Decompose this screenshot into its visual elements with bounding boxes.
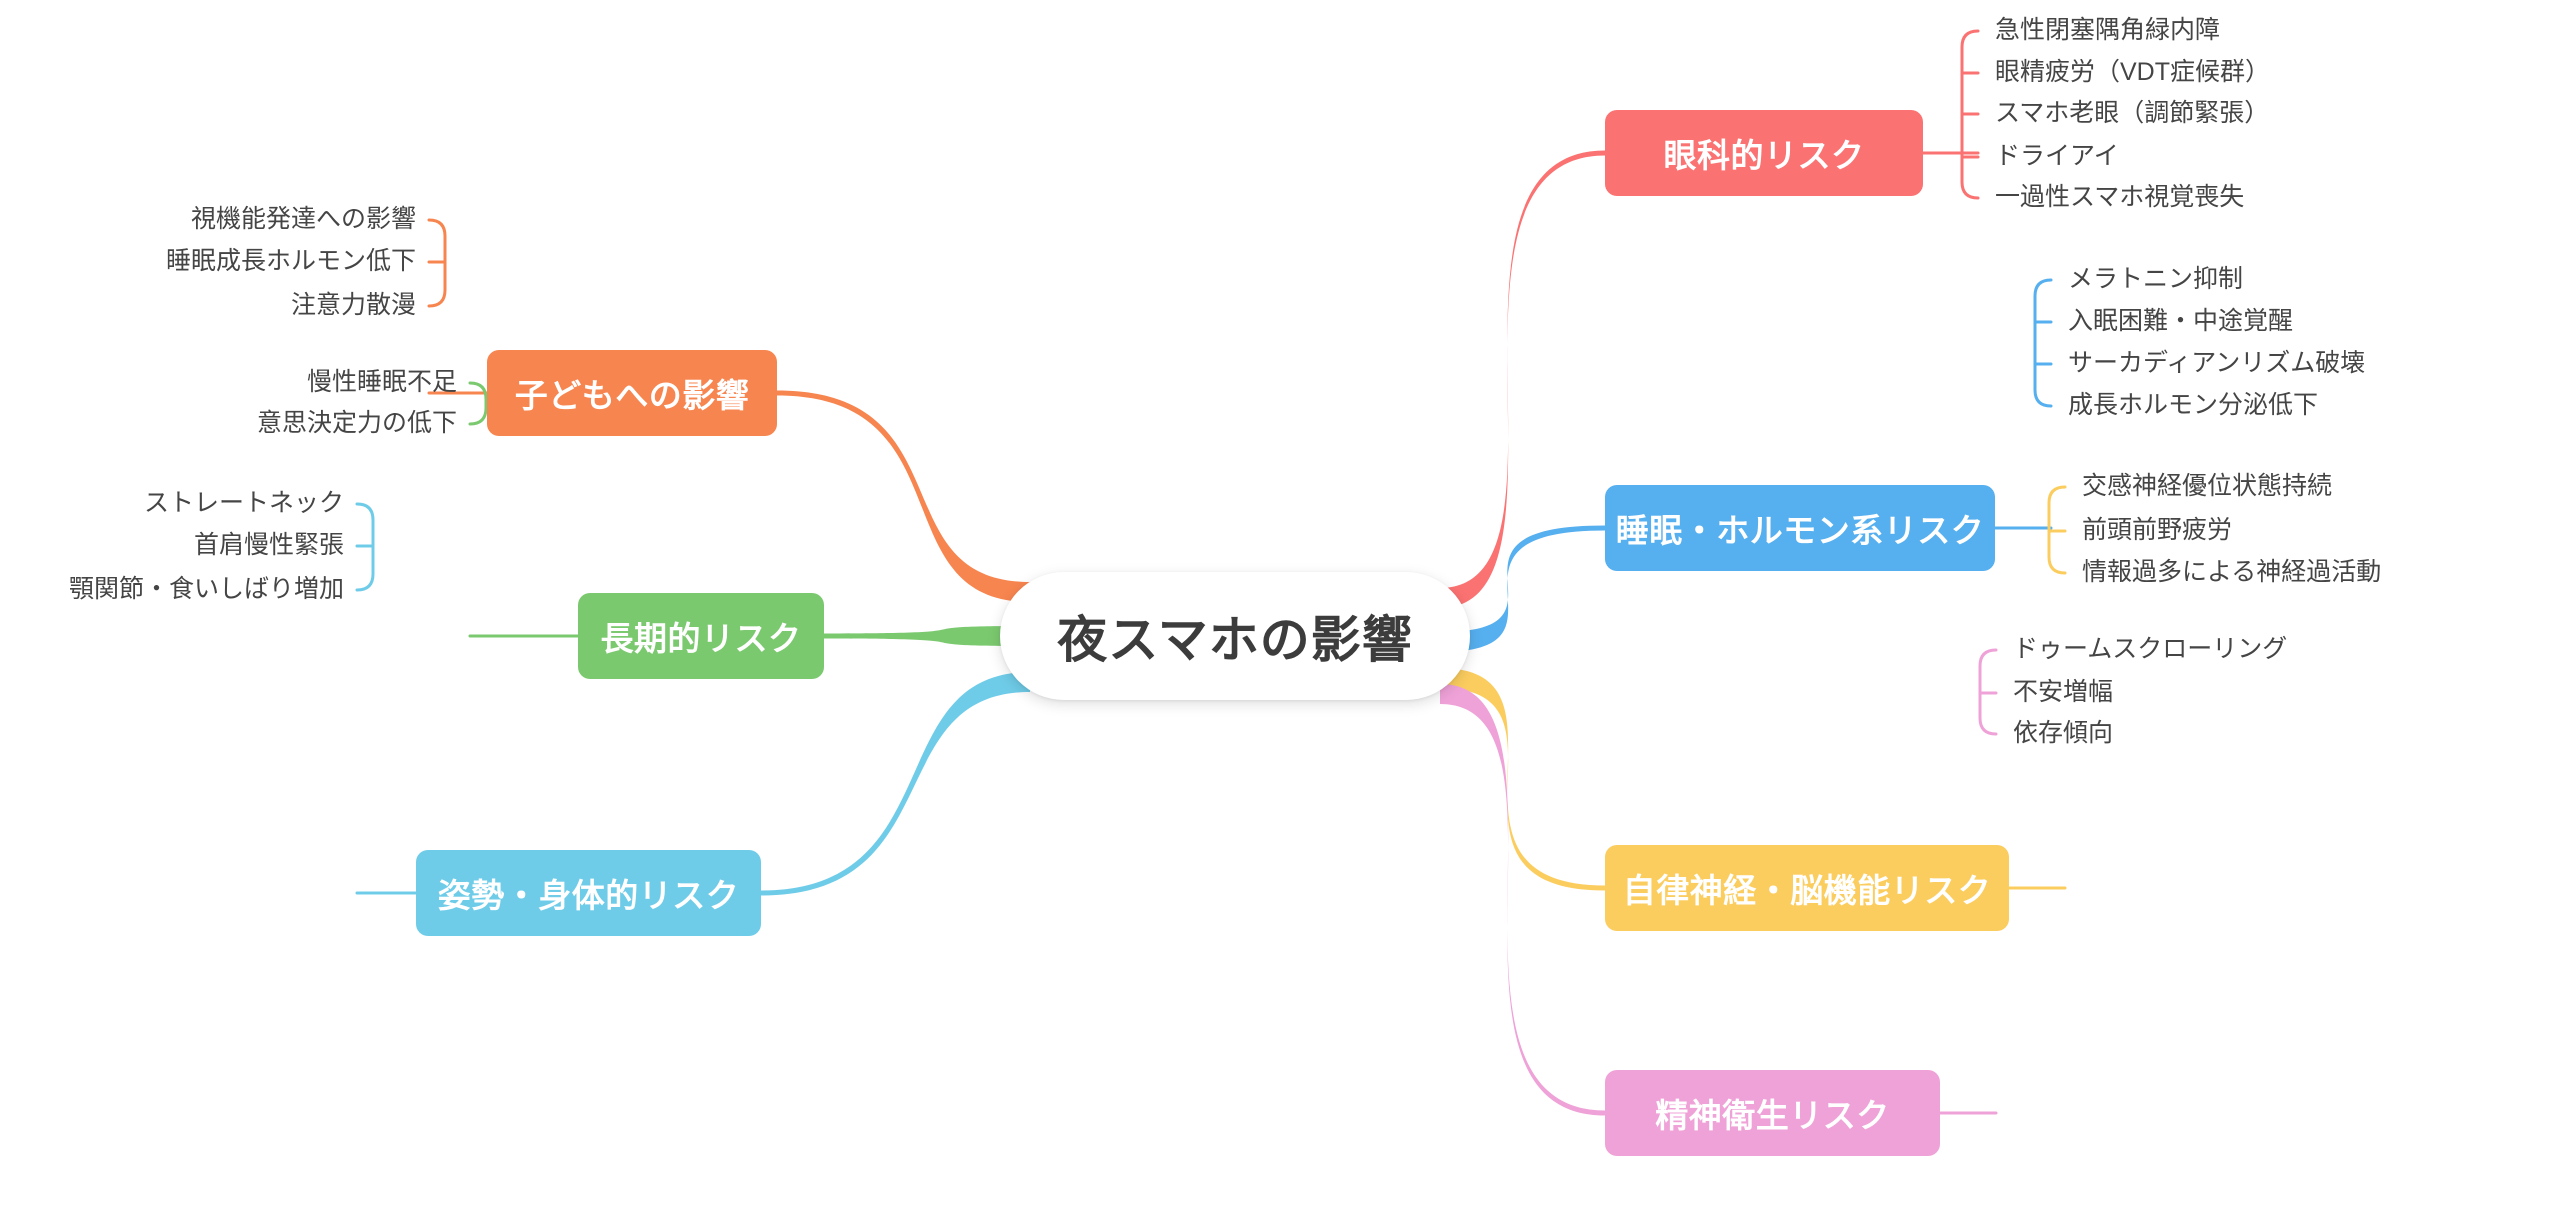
leaf-bracket-posture: [355, 502, 375, 592]
leaf-label-longterm-0[interactable]: 慢性睡眠不足: [306, 368, 457, 396]
leaf-label-autonomic-0[interactable]: 交感神経優位状態持続: [2082, 472, 2333, 500]
leaf-label-sleep-1[interactable]: 入眠困難・中途覚醒: [2068, 307, 2294, 335]
branch-connector-posture: [761, 672, 1030, 896]
branch-node-sleep[interactable]: 睡眠・ホルモン系リスク: [1605, 485, 1995, 571]
branch-node-label: 自律神経・脳機能リスク: [1622, 872, 1992, 909]
branch-connector-mental: [1440, 684, 1605, 1116]
leaf-bracket-children: [427, 218, 447, 308]
branch-connector-eye: [1440, 150, 1605, 608]
leaf-label-children-2[interactable]: 注意力散漫: [290, 291, 416, 319]
leaf-bracket-mental: [1978, 648, 1998, 736]
leaf-label-children-0[interactable]: 視機能発達への影響: [190, 205, 416, 233]
branch-node-posture[interactable]: 姿勢・身体的リスク: [416, 850, 761, 936]
branch-node-label: 眼科的リスク: [1663, 137, 1865, 174]
leaf-bracket-longterm: [468, 381, 488, 426]
branch-node-mental[interactable]: 精神衛生リスク: [1605, 1070, 1940, 1156]
leaf-label-eye-1[interactable]: 眼精疲労（VDT症候群）: [1995, 58, 2271, 86]
branch-connector-autonomic: [1440, 668, 1605, 891]
leaf-label-sleep-0[interactable]: メラトニン抑制: [2068, 265, 2244, 293]
branch-node-label: 睡眠・ホルモン系リスク: [1615, 512, 1985, 549]
leaf-bracket-eye: [1960, 29, 1980, 200]
leaf-label-eye-2[interactable]: スマホ老眼（調節緊張）: [1995, 99, 2270, 127]
leaf-label-mental-1[interactable]: 不安増幅: [2013, 678, 2114, 706]
branch-node-label: 姿勢・身体的リスク: [437, 877, 740, 914]
leaf-label-eye-0[interactable]: 急性閉塞隅角緑内障: [1995, 16, 2221, 44]
leaf-label-sleep-3[interactable]: 成長ホルモン分泌低下: [2068, 391, 2319, 419]
leaf-label-children-1[interactable]: 睡眠成長ホルモン低下: [165, 247, 416, 275]
central-node-label: 夜スマホの影響: [1057, 612, 1413, 668]
leaf-bracket-sleep: [2033, 278, 2053, 408]
leaf-label-eye-3[interactable]: ドライアイ: [1995, 142, 2119, 170]
branch-node-longterm[interactable]: 長期的リスク: [578, 593, 824, 679]
leaf-label-longterm-1[interactable]: 意思決定力の低下: [256, 409, 457, 437]
branch-node-eye[interactable]: 眼科的リスク: [1605, 110, 1923, 196]
leaf-label-sleep-2[interactable]: サーカディアンリズム破壊: [2068, 349, 2366, 377]
branch-node-children[interactable]: 子どもへの影響: [487, 350, 777, 436]
central-node[interactable]: 夜スマホの影響: [1000, 572, 1470, 700]
branch-node-autonomic[interactable]: 自律神経・脳機能リスク: [1605, 845, 2009, 931]
leaf-label-mental-0[interactable]: ドゥームスクローリング: [2013, 635, 2288, 663]
branch-node-label: 子どもへの影響: [514, 377, 750, 414]
branch-connector-children: [777, 390, 1030, 602]
leaf-label-mental-2[interactable]: 依存傾向: [2013, 719, 2114, 747]
leaf-label-posture-1[interactable]: 首肩慢性緊張: [193, 531, 344, 559]
branch-node-label: 精神衛生リスク: [1655, 1097, 1890, 1134]
leaf-label-autonomic-2[interactable]: 情報過多による神経過活動: [2082, 558, 2382, 586]
leaf-label-posture-2[interactable]: 顎関節・食いしばり増加: [68, 575, 344, 603]
leaf-label-eye-4[interactable]: 一過性スマホ視覚喪失: [1995, 183, 2245, 211]
leaf-label-autonomic-1[interactable]: 前頭前野疲労: [2082, 516, 2233, 544]
branch-node-label: 長期的リスク: [600, 620, 802, 657]
leaf-bracket-autonomic: [2047, 485, 2067, 575]
leaf-label-posture-0[interactable]: ストレートネック: [143, 489, 344, 517]
